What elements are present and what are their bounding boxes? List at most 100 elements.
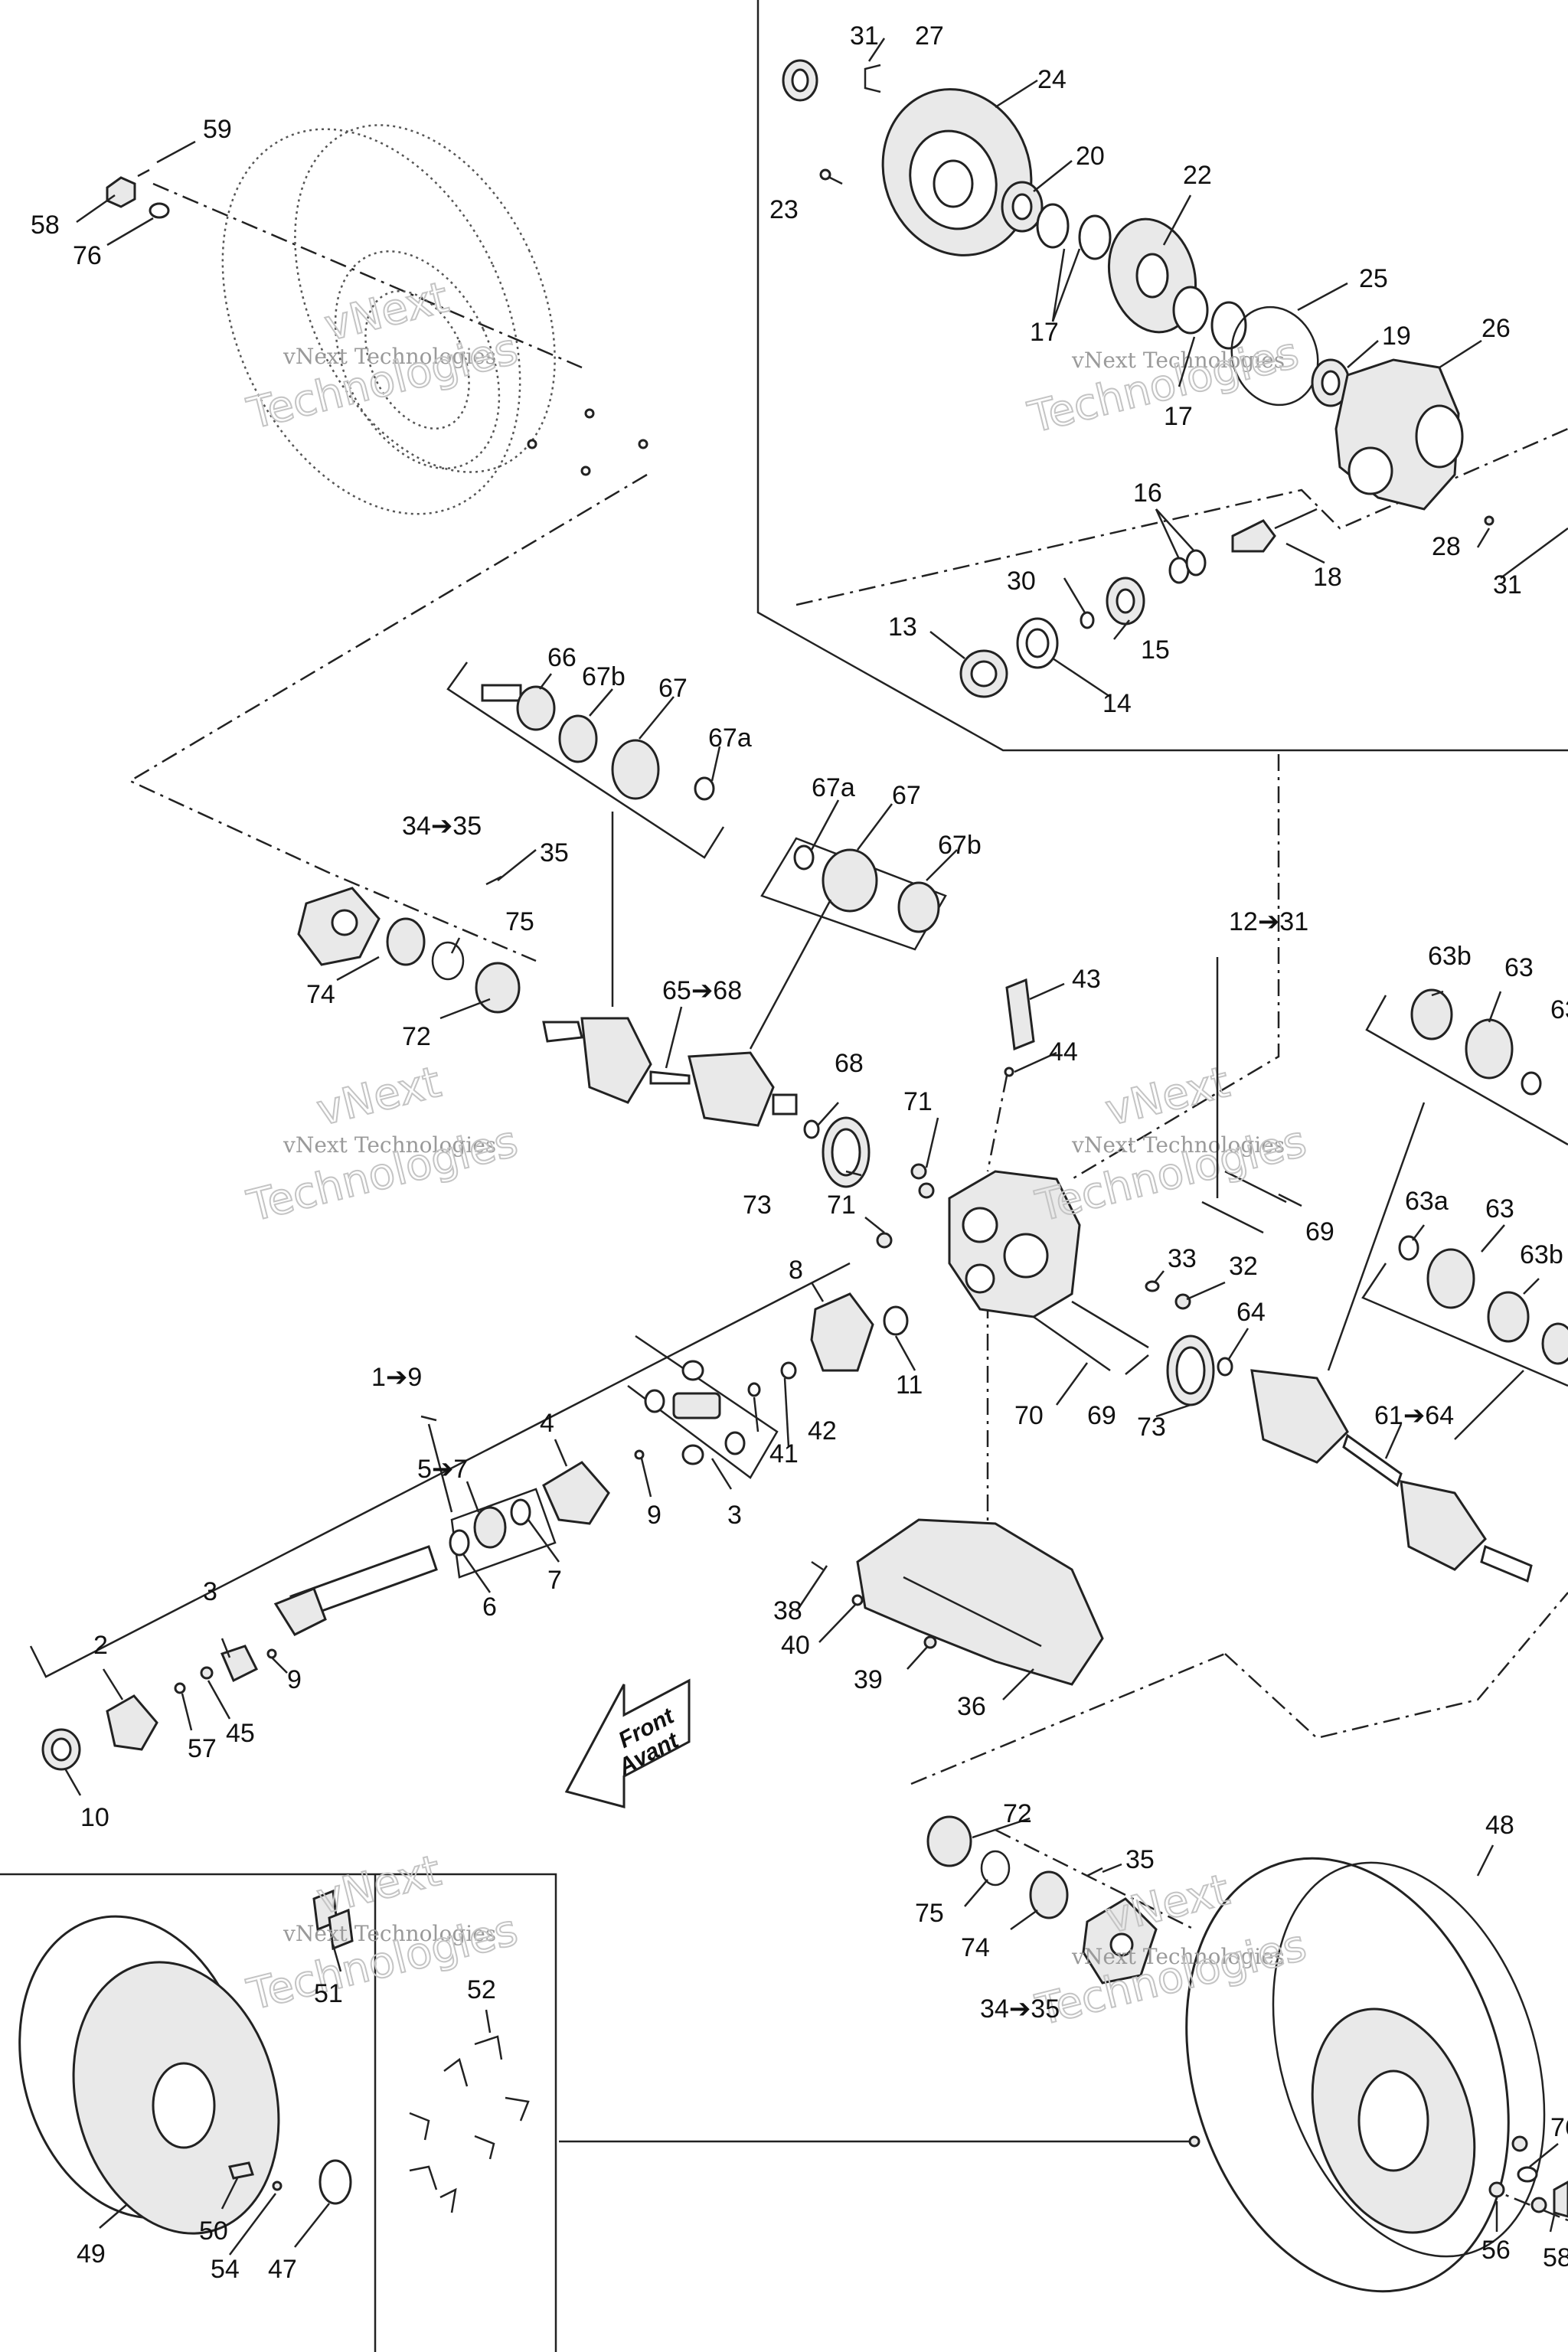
callout-67-top: 67 <box>658 674 688 703</box>
callout-76-bottom: 76 <box>1550 2113 1568 2142</box>
callout-2: 2 <box>93 1631 108 1660</box>
callout-63b-lower: 63b <box>1520 1240 1563 1269</box>
breather-43-44 <box>986 978 1035 1172</box>
u-joint-3-upper <box>644 1360 746 1465</box>
hub-flange-34-upper <box>297 875 502 966</box>
callout-52: 52 <box>467 1975 496 2004</box>
callout-39: 39 <box>854 1665 883 1694</box>
seal-72-74-75-lower <box>926 1815 1069 1919</box>
callout-1-9: 1➔9 <box>371 1363 422 1392</box>
callout-22: 22 <box>1183 161 1212 190</box>
callout-34-35-bottom: 34➔35 <box>980 1994 1060 2024</box>
svg-text:Technologies: Technologies <box>243 324 523 439</box>
boot-5-7 <box>449 1498 531 1557</box>
boot-kit-63-lower <box>1398 1235 1568 1365</box>
nuts-71 <box>876 1163 935 1249</box>
callout-47: 47 <box>268 2255 297 2284</box>
callout-63a-lower: 63a <box>1405 1187 1449 1216</box>
callout-49: 49 <box>77 2239 106 2269</box>
callout-63-upper: 63 <box>1504 953 1534 982</box>
tire-top-left <box>221 124 648 515</box>
callout-61-64: 61➔64 <box>1374 1401 1454 1430</box>
leader-lines <box>64 38 1568 2256</box>
yoke-4 <box>542 1449 645 1525</box>
callout-5-7: 5➔7 <box>417 1455 468 1484</box>
callout-28: 28 <box>1432 532 1461 561</box>
shims-16 <box>1168 549 1207 584</box>
ring-11 <box>883 1305 909 1336</box>
watermarks: vNext Technologies Technologies vNext vN… <box>242 272 1312 2037</box>
callout-12-31: 12➔31 <box>1229 907 1308 936</box>
bolts-69-70 <box>1033 1170 1287 1372</box>
callout-26: 26 <box>1481 314 1511 343</box>
callout-30: 30 <box>1007 567 1036 596</box>
callout-69-top: 69 <box>1305 1217 1334 1246</box>
boot-kit-63-upper <box>1410 988 1542 1096</box>
callout-48: 48 <box>1485 1811 1514 1840</box>
callout-24: 24 <box>1037 65 1067 94</box>
callout-67a-mid: 67a <box>812 773 855 802</box>
callout-6: 6 <box>482 1592 497 1622</box>
callout-38: 38 <box>773 1596 802 1625</box>
callout-16: 16 <box>1133 479 1162 508</box>
callout-33: 33 <box>1168 1244 1197 1273</box>
bearing-20 <box>1001 181 1044 233</box>
callout-70: 70 <box>1014 1401 1044 1430</box>
svg-text:vNext: vNext <box>1101 1057 1234 1136</box>
callout-66: 66 <box>547 643 577 672</box>
shims-17-a <box>1036 203 1112 260</box>
callout-72-top: 72 <box>402 1022 431 1051</box>
seal-64 <box>1217 1357 1233 1377</box>
shaft-1 <box>273 1545 438 1636</box>
callout-67b-top: 67b <box>582 662 626 691</box>
drive-shaft-65 <box>542 1017 820 1139</box>
callout-31-top: 31 <box>850 21 879 51</box>
boot-kit-67-lower <box>793 844 940 933</box>
callout-43: 43 <box>1072 965 1101 994</box>
callout-63-lower: 63 <box>1485 1194 1514 1223</box>
callout-71-top: 71 <box>903 1087 933 1116</box>
callout-4: 4 <box>540 1409 554 1438</box>
callout-54: 54 <box>211 2255 240 2284</box>
callout-76-top: 76 <box>73 241 102 270</box>
nut-58-top <box>106 168 170 219</box>
callout-58-top: 58 <box>31 211 60 240</box>
seal-74-72-75-upper <box>386 917 521 1014</box>
callout-35-top: 35 <box>540 838 569 867</box>
oil-seal-31-top <box>782 59 818 102</box>
svg-text:vNext Technologies: vNext Technologies <box>283 1132 496 1158</box>
callout-42: 42 <box>808 1416 837 1446</box>
callout-31-right: 31 <box>1493 570 1522 599</box>
svg-text:vNext: vNext <box>312 1057 446 1136</box>
callout-36: 36 <box>957 1692 986 1721</box>
cover-24 <box>881 88 1033 256</box>
callout-41: 41 <box>769 1439 799 1468</box>
callout-68: 68 <box>835 1049 864 1078</box>
weights-51 <box>312 1889 354 1951</box>
callout-44: 44 <box>1049 1037 1078 1067</box>
differential-housing <box>948 1170 1081 1318</box>
callout-23: 23 <box>769 195 799 224</box>
callout-75-bottom: 75 <box>915 1899 944 1928</box>
callout-64: 64 <box>1236 1298 1266 1327</box>
callout-3-upper: 3 <box>727 1501 742 1530</box>
weights-52 <box>409 2035 530 2213</box>
callout-7: 7 <box>547 1566 562 1595</box>
callout-10: 10 <box>80 1803 109 1832</box>
callout-73-right: 73 <box>1137 1413 1166 1442</box>
seal-10 <box>41 1728 81 1771</box>
callout-19: 19 <box>1382 322 1411 351</box>
pinion-18 <box>1231 508 1318 553</box>
svg-text:vNext: vNext <box>320 273 453 351</box>
callout-34-35-top: 34➔35 <box>402 812 482 841</box>
callout-20: 20 <box>1076 142 1105 171</box>
seal-13 <box>959 649 1008 698</box>
callout-72-bottom: 72 <box>1003 1799 1032 1828</box>
callout-65-68: 65➔68 <box>662 976 742 1005</box>
callout-58-bottom: 58 <box>1543 2243 1568 2272</box>
callout-74-bottom: 74 <box>961 1933 990 1962</box>
callout-71-mid: 71 <box>827 1191 856 1220</box>
housing-26 <box>1334 358 1464 511</box>
